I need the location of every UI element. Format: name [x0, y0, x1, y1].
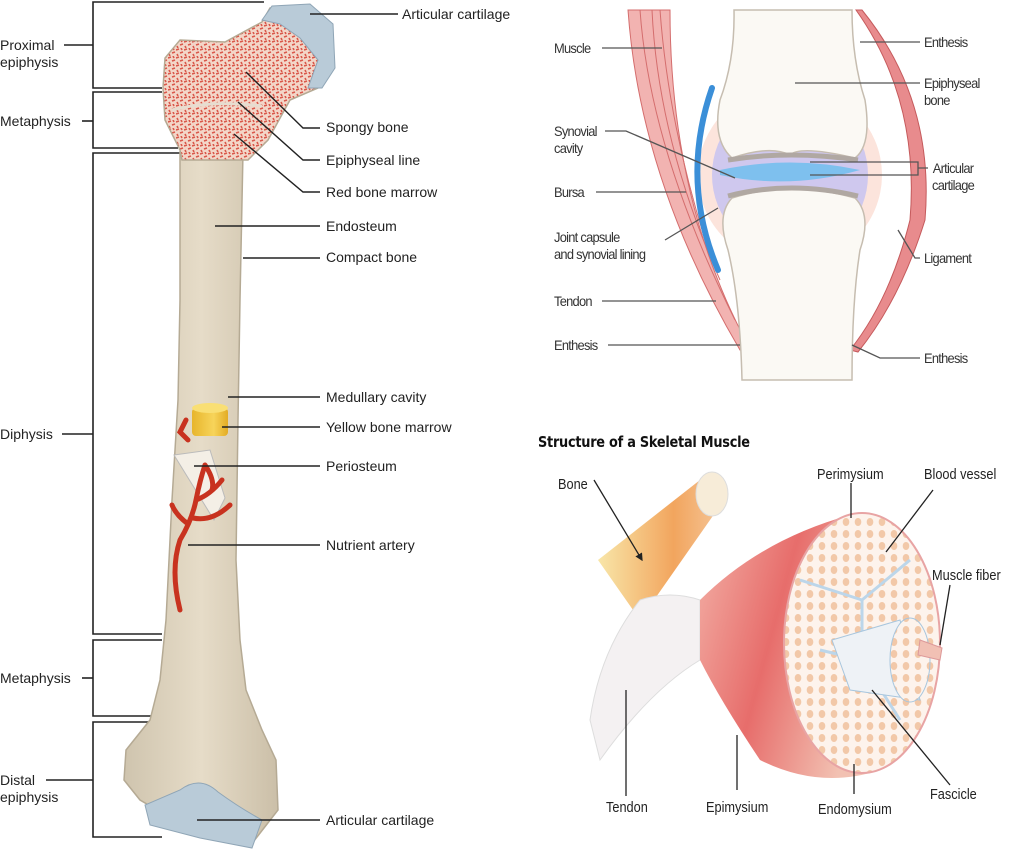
label-epiphyseal-bone: Epiphyseal bone — [924, 75, 980, 108]
label-enthesis-top-right: Enthesis — [924, 34, 968, 50]
lower-bone — [722, 188, 866, 381]
label-muscle-fiber: Muscle fiber — [932, 567, 1001, 584]
synovial-cavity — [720, 162, 860, 182]
label-articular-cartilage-bottom: Articular cartilage — [326, 812, 435, 828]
skeletal-muscle-illustration — [589, 471, 943, 778]
articular-cartilage-bottom — [144, 782, 263, 849]
label-distal-metaphysis: Metaphysis — [0, 670, 71, 686]
label-red-bone-marrow: Red bone marrow — [326, 184, 438, 200]
label-synovial-cavity: Synovial cavity — [554, 123, 598, 156]
label-enthesis-left: Enthesis — [554, 337, 598, 353]
label-spongy-bone: Spongy bone — [326, 119, 409, 135]
region-brackets — [46, 1, 264, 838]
label-endosteum: Endosteum — [326, 218, 397, 234]
nutrient-artery — [169, 417, 233, 613]
label-articular-cartilage-joint: Articular cartilage — [932, 160, 975, 193]
articular-cartilage-top — [261, 3, 336, 89]
label-nutrient-artery: Nutrient artery — [326, 537, 415, 553]
label-yellow-bone-marrow: Yellow bone marrow — [326, 419, 452, 435]
label-epimysium: Epimysium — [706, 799, 769, 816]
epiphyseal-line — [171, 102, 263, 112]
label-compact-bone: Compact bone — [326, 249, 418, 265]
label-medullary-cavity: Medullary cavity — [326, 389, 427, 405]
label-articular-cartilage-top: Articular cartilage — [402, 6, 511, 22]
label-bone: Bone — [558, 476, 588, 493]
bone-segment — [598, 480, 724, 620]
yellow-bone-marrow — [192, 408, 228, 436]
label-proximal-epiphysis: Proximal epiphysis — [0, 37, 59, 70]
label-bursa: Bursa — [554, 184, 585, 200]
label-tendon-joint: Tendon — [554, 293, 593, 309]
label-proximal-metaphysis: Metaphysis — [0, 113, 71, 129]
label-periosteum: Periosteum — [326, 458, 397, 474]
muscle-fiber — [917, 639, 943, 661]
label-endomysium: Endomysium — [818, 801, 892, 818]
label-ligament: Ligament — [924, 250, 972, 266]
label-epiphyseal-line: Epiphyseal line — [326, 152, 421, 168]
label-diaphysis: Diphysis — [0, 426, 53, 442]
label-joint-capsule: Joint capsule and synovial lining — [554, 229, 646, 262]
label-perimysium: Perimysium — [817, 466, 884, 483]
label-tendon-muscle: Tendon — [606, 799, 648, 816]
bursa — [694, 85, 721, 273]
label-muscle: Muscle — [554, 40, 591, 56]
muscle-diagram-title: Structure of a Skeletal Muscle — [538, 433, 750, 451]
synovial-joint-illustration — [627, 9, 927, 381]
label-blood-vessel: Blood vessel — [924, 466, 997, 483]
label-fascicle: Fascicle — [930, 786, 977, 803]
label-enthesis-bottom-right: Enthesis — [924, 350, 968, 366]
upper-bone — [717, 9, 868, 159]
label-distal-epiphysis: Distal epiphysis — [0, 772, 59, 805]
tendon — [589, 594, 701, 762]
